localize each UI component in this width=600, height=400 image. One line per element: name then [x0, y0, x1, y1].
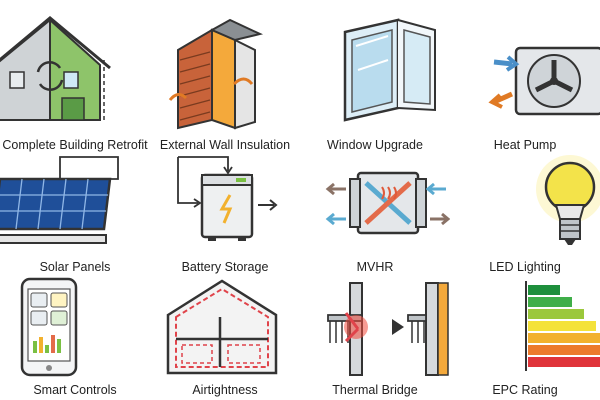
- tile-label: MVHR: [356, 260, 394, 274]
- tile-label: Thermal Bridge: [332, 383, 418, 397]
- tile-window-upgrade: Window Upgrade: [300, 10, 450, 152]
- tile-label: Smart Controls: [33, 383, 117, 397]
- tile-mvhr: MVHR: [300, 143, 450, 276]
- heat-pump-icon: [488, 46, 600, 116]
- tile-label: Airtightness: [192, 383, 258, 397]
- solar-panel-icon: [0, 156, 119, 244]
- epc-rating-icon: [525, 281, 600, 371]
- tile-label: Complete Building Retrofit: [2, 138, 148, 152]
- tile-label: Window Upgrade: [327, 138, 423, 152]
- led-bulb-icon: [536, 155, 600, 245]
- tile-label: EPC Rating: [492, 383, 558, 397]
- tile-label: Heat Pump: [493, 138, 557, 152]
- tile-label: External Wall Insulation: [159, 138, 291, 152]
- window-icon: [343, 18, 436, 122]
- tile-led-lighting: LED Lighting: [450, 143, 600, 276]
- thermal-bridge-icon: [327, 282, 449, 376]
- smartphone-icon: [20, 277, 78, 377]
- wall-insulation-icon: [168, 18, 264, 130]
- mvhr-icon: [325, 171, 450, 235]
- tile-epc-rating: EPC Rating: [450, 275, 600, 400]
- tile-airtightness: Airtightness: [150, 275, 300, 400]
- tile-label: Battery Storage: [181, 260, 269, 274]
- tile-external-wall-insulation: External Wall Insulation: [150, 10, 300, 152]
- tile-thermal-bridge: Thermal Bridge: [300, 275, 450, 400]
- tile-label: Solar Panels: [39, 260, 111, 274]
- tile-smart-controls: Smart Controls: [0, 275, 150, 400]
- airtight-house-icon: [166, 279, 278, 375]
- tile-complete-building-retrofit: Complete Building Retrofit: [0, 10, 150, 152]
- battery-icon: [177, 156, 278, 241]
- tile-battery-storage: Battery Storage: [150, 143, 300, 276]
- tile-solar-panels: Solar Panels: [0, 143, 150, 276]
- house-retrofit-icon: [0, 16, 111, 121]
- tile-heat-pump: Heat Pump: [450, 10, 600, 152]
- tile-label: LED Lighting: [489, 260, 561, 274]
